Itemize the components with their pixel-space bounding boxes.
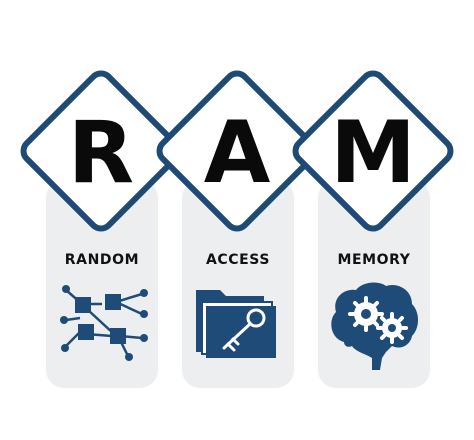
word-random: RANDOM xyxy=(64,252,140,268)
letter-m: M xyxy=(330,103,416,203)
brain-gears-icon xyxy=(331,282,418,370)
letter-r: R xyxy=(67,103,135,203)
word-access: ACCESS xyxy=(205,252,271,268)
network-nodes-icon xyxy=(60,285,148,361)
folder-key-icon xyxy=(196,290,276,358)
word-memory: MEMORY xyxy=(337,252,411,268)
letter-a: A xyxy=(203,103,271,203)
